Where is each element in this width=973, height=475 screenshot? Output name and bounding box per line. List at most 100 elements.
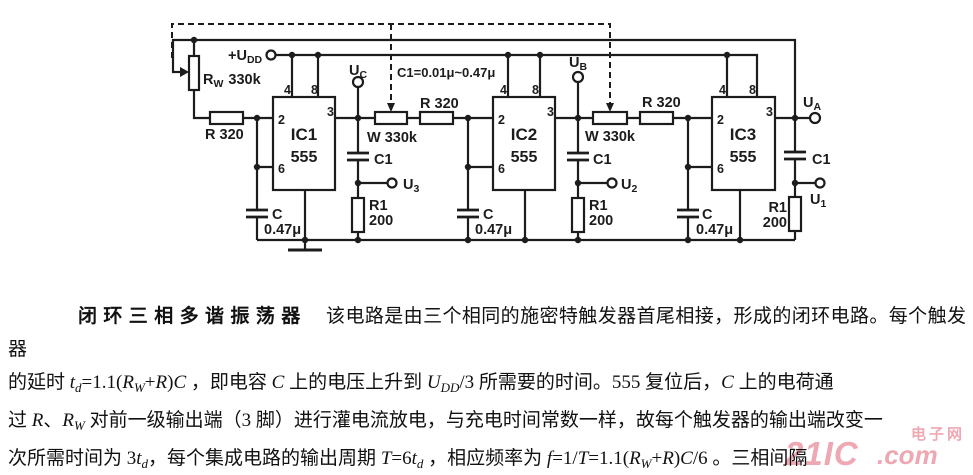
cap-c-value-3: 0.47μ	[696, 222, 733, 238]
resistor-r320-2	[418, 110, 455, 126]
ic1-name: IC1	[291, 125, 317, 144]
supply-label: +UDD	[228, 48, 263, 66]
svg-text:3: 3	[327, 105, 334, 119]
junction-dots	[190, 36, 799, 244]
stage3-c1-r1-chain	[793, 118, 815, 240]
ic1-pin-labels: 2 3 4 8 6	[278, 83, 334, 176]
c1-label-2: C1	[593, 152, 612, 168]
resistor-r1-3	[787, 195, 803, 233]
stage1-c1-r1-chain	[356, 118, 387, 240]
arrow-into-rw-wiper	[180, 67, 189, 77]
cap-c1-stage2	[567, 151, 589, 162]
ic2-type: 555	[511, 149, 538, 166]
ic2-pin48-stubs	[506, 55, 542, 97]
capacitor-plates	[246, 150, 806, 219]
svg-text:2: 2	[717, 113, 724, 127]
ic3-type: 555	[730, 149, 757, 166]
udd-terminal	[265, 49, 277, 61]
cap-c1-stage3	[784, 150, 806, 161]
cap-c1-stage1	[347, 151, 369, 162]
cap-c-stage2	[457, 208, 479, 219]
watermark-cn: 电子网	[910, 426, 965, 443]
arrow-into-pot1-wiper	[387, 103, 395, 112]
components	[187, 54, 803, 234]
ic1-type: 555	[291, 149, 318, 166]
u1-label: U1	[810, 192, 826, 210]
svg-text:8: 8	[749, 83, 756, 97]
svg-text:4: 4	[284, 83, 291, 97]
terminal-circles	[265, 49, 826, 189]
cap-c-stage3	[677, 208, 699, 219]
svg-text:2: 2	[278, 113, 285, 127]
cap-c-name-3: C	[702, 207, 713, 223]
svg-text:3: 3	[547, 105, 554, 119]
coupling-arrows	[180, 67, 614, 112]
potentiometer-w2	[591, 110, 629, 126]
u2-terminal	[606, 177, 618, 189]
svg-text:8: 8	[532, 83, 539, 97]
w330k-label-2: W 330k	[585, 129, 636, 145]
r1-name-3: R1	[768, 200, 787, 216]
stage2-c1-r1-chain	[576, 118, 607, 240]
cap-c-stage1	[246, 208, 268, 219]
ganged-coupling-dashed-line	[171, 23, 611, 103]
ub-label: UB	[569, 55, 587, 73]
cap-range-label: C1=0.01μ~0.47μ	[397, 65, 495, 80]
u3-label: U3	[403, 177, 419, 195]
c1-label-3: C1	[812, 152, 831, 168]
feedback-loop-wire	[171, 38, 797, 118]
cap-c-value-2: 0.47μ	[475, 222, 512, 238]
svg-text:3: 3	[766, 105, 773, 119]
ic3-name: IC3	[730, 125, 756, 144]
resistor-r320-3	[638, 110, 675, 126]
ic2-box	[491, 95, 557, 192]
ub-terminal	[571, 70, 585, 84]
r1-value-2: 200	[589, 213, 613, 229]
r1-name-2: R1	[589, 198, 608, 214]
watermark-brand: 21IC	[785, 435, 859, 472]
ic1-pin48-stubs	[290, 55, 320, 97]
udd-rail	[276, 53, 759, 97]
u1-terminal	[814, 177, 826, 189]
description-line-3: 过 R、RW 对前一级输出端（3 脚）进行灌电流放电，与充电时间常数一样，故每个…	[8, 410, 883, 433]
description-line-4: 次所需时间为 3td，每个集成电路的输出周期 T=6td ，相应频率为 f=1/…	[8, 448, 808, 471]
ua-label: UA	[803, 95, 821, 113]
arrow-into-pot2-wiper	[606, 103, 614, 112]
r1-value-1: 200	[369, 213, 393, 229]
resistor-r1-2	[570, 196, 586, 234]
r1-value-3: 200	[763, 215, 787, 231]
cap-c-value-1: 0.47μ	[264, 222, 301, 238]
cap-c-name-2: C	[483, 207, 494, 223]
ic3-box	[710, 95, 777, 192]
r1-name-1: R1	[369, 198, 388, 214]
cap-c-name-1: C	[272, 207, 283, 223]
uc-terminal	[351, 75, 365, 89]
potentiometer-rw	[187, 54, 201, 92]
watermark: 电子网 21IC .com	[785, 423, 965, 475]
w330k-label-1: W 330k	[367, 130, 418, 146]
svg-text:8: 8	[311, 83, 318, 97]
svg-text:4: 4	[500, 83, 507, 97]
resistor-r320-1	[208, 110, 245, 126]
svg-text:6: 6	[278, 162, 285, 176]
ic2-name: IC2	[511, 125, 537, 144]
potentiometer-w1	[373, 110, 409, 126]
description-paragraph: 闭环三相多谐振荡器 该电路是由三个相同的施密特触发器首尾相接，形成的闭环电路。每…	[8, 300, 966, 475]
c1-label-1: C1	[374, 152, 393, 168]
ic1-box	[271, 95, 337, 192]
svg-text:2: 2	[498, 113, 505, 127]
resistor-r1-1	[350, 196, 366, 234]
description-line-2: 的延时 td=1.1(RW+R)C ，即电容 C 上的电压上升到 UDD/3 所…	[8, 372, 834, 395]
svg-text:6: 6	[717, 162, 724, 176]
svg-text:6: 6	[498, 162, 505, 176]
ic2-pin-labels: 2 3 4 8 6	[498, 83, 554, 176]
ua-terminal	[808, 111, 822, 125]
r320-label-3: R 320	[642, 95, 681, 111]
watermark-suffix: .com	[877, 440, 938, 470]
rw-bottom-wire	[192, 90, 210, 120]
r320-label-2: R 320	[420, 96, 459, 112]
svg-text:4: 4	[719, 83, 726, 97]
